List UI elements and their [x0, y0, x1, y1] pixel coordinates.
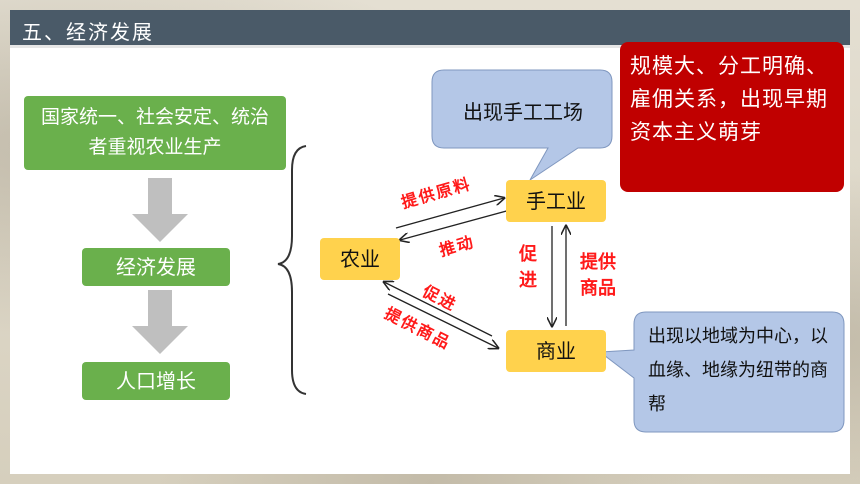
label-comm-to-hand: 提供商品 — [580, 252, 616, 299]
label-hand-to-comm: 促进 — [519, 244, 537, 291]
node-handicraft-label: 手工业 — [526, 189, 586, 213]
node-handicraft: 手工业 — [506, 180, 606, 222]
curly-brace — [277, 145, 307, 395]
callout-workshop-shape — [431, 69, 613, 181]
section-header: 五、经济发展 — [10, 10, 850, 48]
arrow-agri-to-hand — [395, 198, 504, 229]
economic-development-text: 经济发展 — [116, 255, 196, 279]
down-arrow-2 — [132, 290, 188, 354]
callout-capitalism-text: 规模大、分工明确、雇佣关系，出现早期资本主义萌芽 — [630, 54, 828, 144]
callout-merchants-text: 出现以地域为中心，以血缘、地缘为纽带的商帮 — [648, 326, 828, 415]
arrow-hand-to-agri — [400, 209, 511, 240]
cause-box: 国家统一、社会安定、统治者重视农业生产 — [24, 96, 286, 170]
down-arrow-1 — [132, 178, 188, 242]
cause-text: 国家统一、社会安定、统治者重视农业生产 — [40, 106, 269, 158]
node-agriculture-label: 农业 — [340, 247, 380, 271]
population-growth-box: 人口增长 — [82, 362, 230, 400]
arrow-comm-to-agri — [384, 282, 493, 337]
node-commerce-label: 商业 — [536, 339, 576, 363]
section-title: 五、经济发展 — [22, 20, 154, 44]
node-agriculture: 农业 — [320, 238, 400, 280]
callout-capitalism: 规模大、分工明确、雇佣关系，出现早期资本主义萌芽 — [620, 42, 844, 192]
callout-merchants-shape — [598, 311, 845, 433]
callout-workshop-text: 出现手工工场 — [463, 100, 583, 124]
node-commerce: 商业 — [506, 330, 606, 372]
population-growth-text: 人口增长 — [116, 369, 196, 393]
economic-development-box: 经济发展 — [82, 248, 230, 286]
arrow-agri-to-comm — [387, 293, 498, 348]
